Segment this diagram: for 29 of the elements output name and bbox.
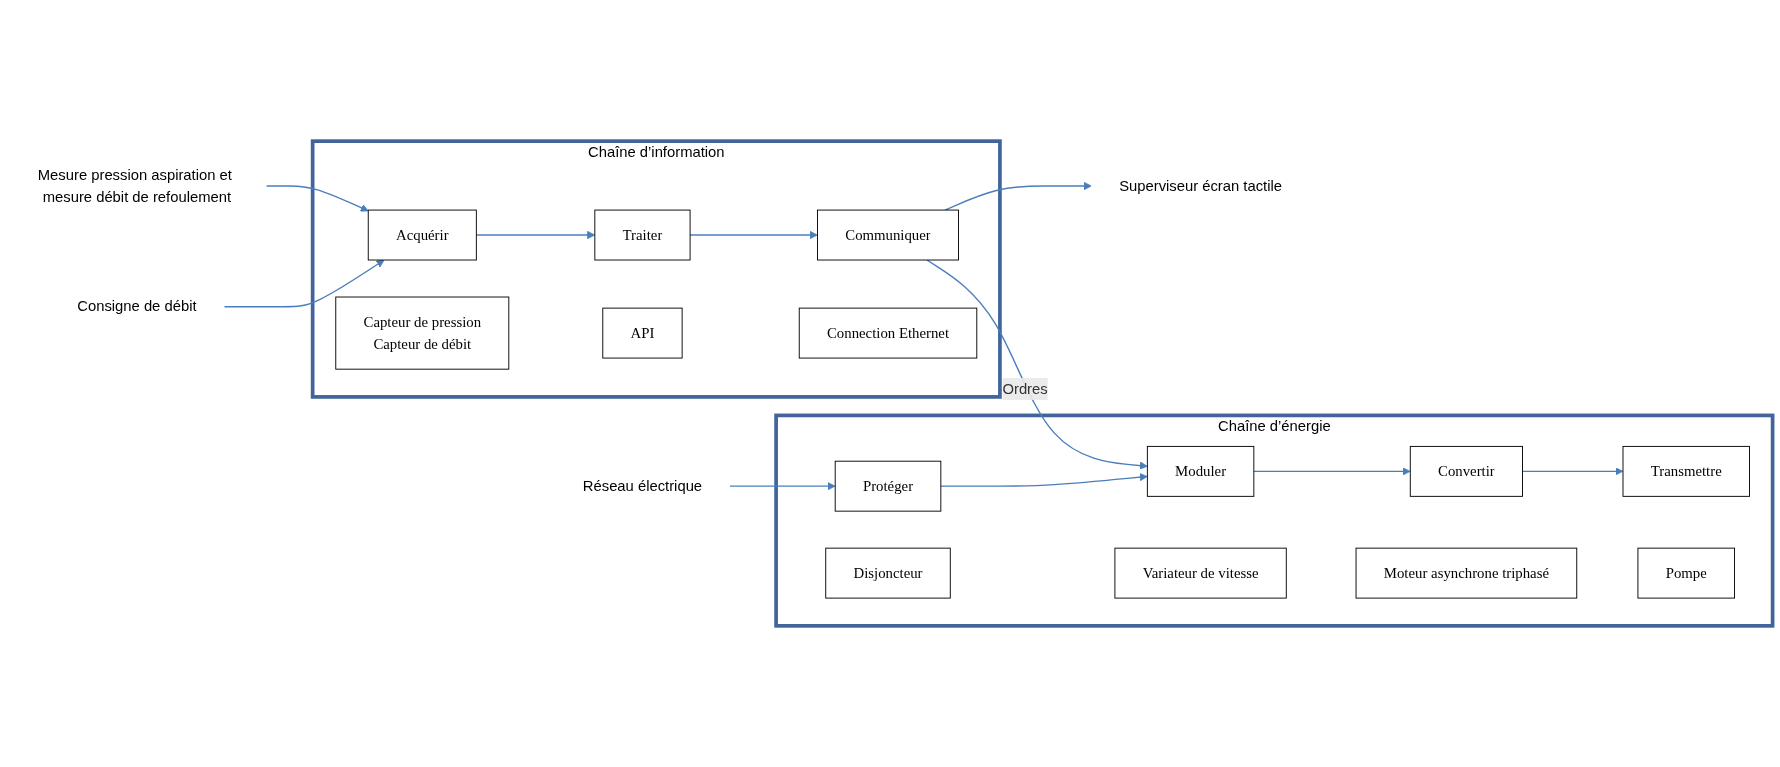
node-text: Mesure pression aspiration et mesure débit de refoulement [37, 166, 232, 205]
node-box: API [602, 307, 683, 359]
arrow [265, 185, 369, 212]
arrow [940, 473, 1148, 487]
node-box: Moteur asynchrone triphasé [1355, 547, 1578, 599]
edge-label: Ordres [1002, 380, 1048, 397]
node-box: Convertir [1409, 445, 1523, 497]
node-text: Superviseur écran tactile [1119, 177, 1283, 194]
arrow [689, 230, 818, 240]
node-text: Réseau électrique [582, 477, 703, 494]
arrow [1253, 467, 1411, 476]
arrow [1521, 467, 1624, 476]
node-box: Capteur de pression Capteur de débit [335, 296, 510, 370]
arrow [926, 259, 1148, 470]
arrow [944, 181, 1092, 211]
arrow [223, 259, 385, 308]
node-box: Variateur de vitesse [1114, 547, 1287, 599]
node-box: Connection Ethernet [798, 307, 978, 359]
node-box: Moduler [1146, 445, 1255, 497]
arrow [475, 230, 596, 240]
arrow [729, 482, 836, 491]
node-text: Consigne de débit [77, 298, 197, 315]
node-box: Communiquer [817, 209, 959, 261]
node-box: Traiter [594, 209, 691, 261]
node-box: Pompe [1637, 547, 1735, 599]
node-box: Disjoncteur [825, 547, 951, 599]
node-box: Acquérir [367, 209, 477, 261]
node-box: Protéger [834, 460, 942, 512]
node-box: Transmettre [1622, 445, 1750, 497]
